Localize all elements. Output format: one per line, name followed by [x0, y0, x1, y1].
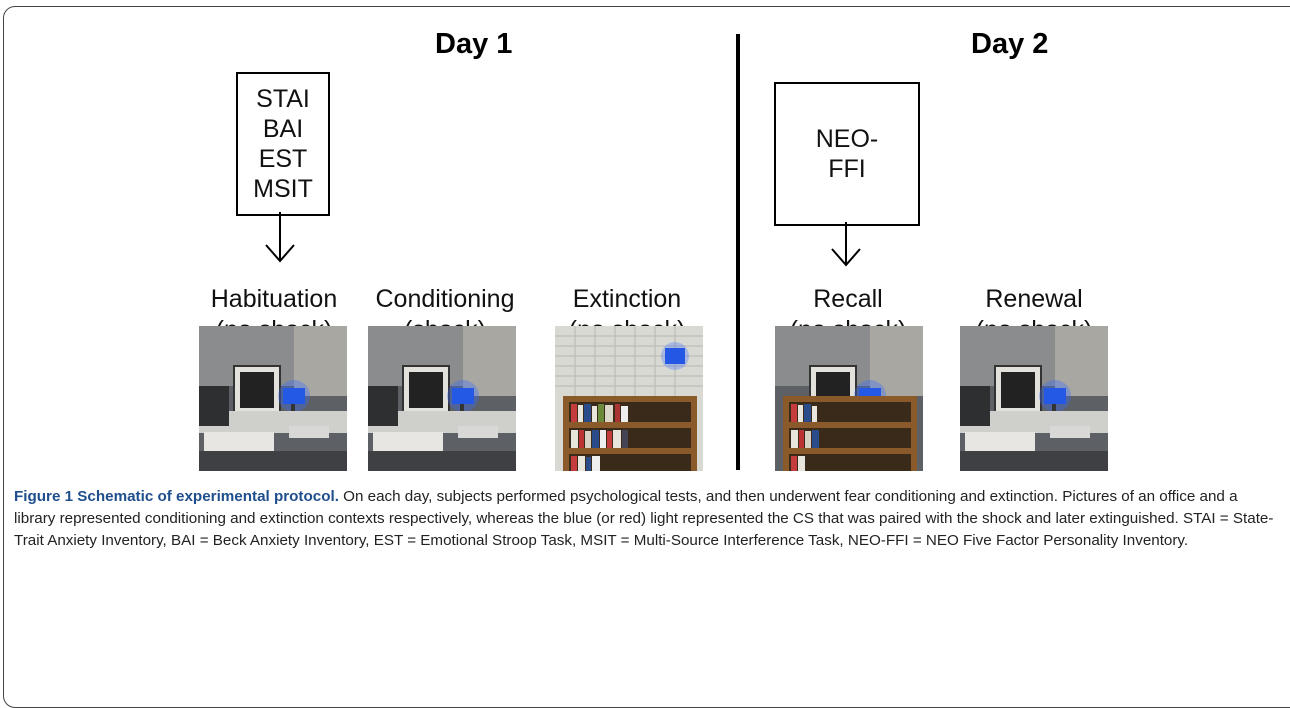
test-neo-ffi-line1: NEO-: [815, 125, 879, 153]
test-msit: MSIT: [253, 175, 313, 203]
phase-recall-name: Recall: [813, 285, 883, 313]
test-stai: STAI: [256, 85, 310, 113]
test-est: EST: [258, 145, 308, 173]
phase-conditioning-name: Conditioning: [375, 285, 515, 313]
habituation-office-photo: [199, 326, 347, 471]
test-neo-ffi-line2: FFI: [828, 155, 866, 183]
extinction-library-photo: [555, 326, 703, 471]
recall-library-photo: [775, 326, 923, 471]
phase-habituation-name: Habituation: [210, 285, 338, 313]
phase-renewal-name: Renewal: [985, 285, 1083, 313]
conditioning-office-photo: [368, 326, 516, 471]
day-1-down-arrow: [265, 212, 295, 263]
figure-caption-text: On each day, subjects performed psycholo…: [14, 488, 1274, 549]
figure-caption: Figure 1 Schematic of experimental proto…: [14, 486, 1274, 552]
phase-extinction-name: Extinction: [572, 285, 682, 313]
test-bai: BAI: [262, 115, 304, 143]
day-2-down-arrow: [831, 222, 861, 267]
day-2-title: Day 2: [971, 28, 1049, 60]
day-1-tests-box: STAI BAI EST MSIT: [236, 72, 330, 216]
renewal-office-photo: [960, 326, 1108, 471]
figure-caption-title: Figure 1 Schematic of experimental proto…: [14, 488, 339, 505]
day-2-tests-box: NEO- FFI: [774, 82, 920, 226]
day-1-title: Day 1: [435, 28, 513, 60]
day-divider: [736, 34, 740, 470]
